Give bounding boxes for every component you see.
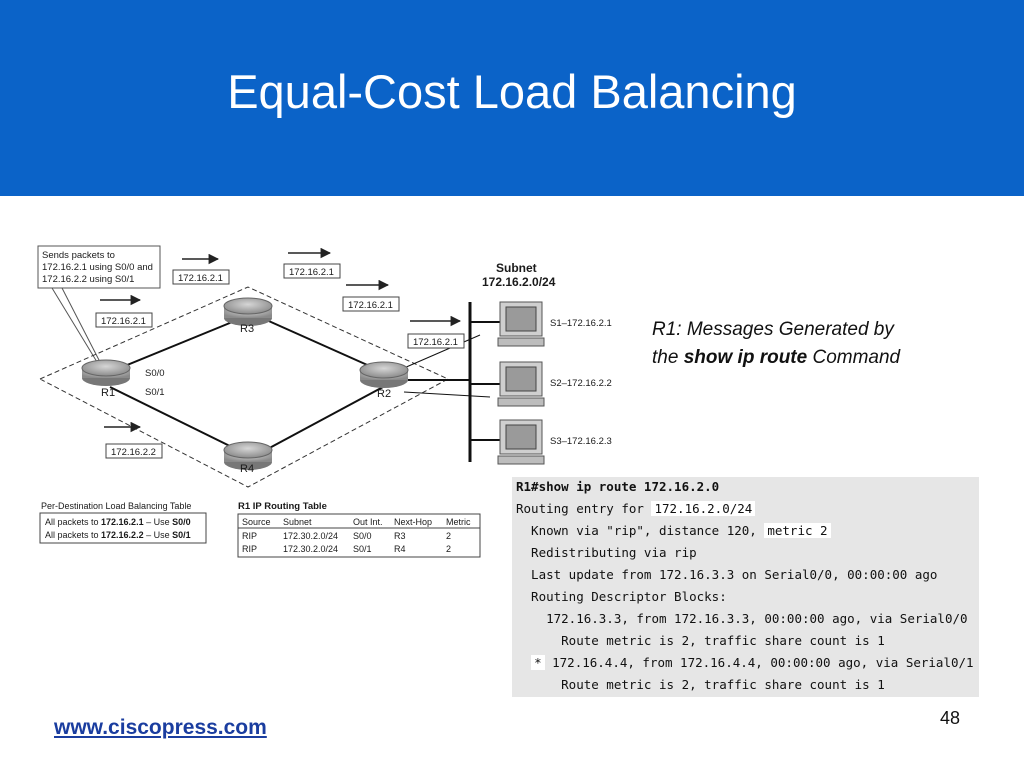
lb-row-1: All packets to 172.16.2.1 – Use S0/0 — [45, 517, 191, 527]
rt-header-subnet: Subnet — [283, 517, 312, 527]
dashed-boundary — [38, 286, 450, 488]
console-line: Redistributing via rip — [516, 545, 697, 560]
packet-2-label: 172.16.2.1 — [289, 267, 334, 278]
router-r2: R2 — [359, 361, 409, 400]
website-link[interactable]: www.ciscopress.com — [54, 716, 267, 739]
figure-caption: R1: Messages Generated by the show ip ro… — [652, 316, 1012, 372]
rt-cell: R3 — [394, 531, 406, 541]
network-links — [109, 302, 500, 462]
caption-command: show ip route — [683, 347, 808, 368]
router-r3: R3 — [223, 297, 273, 335]
packet-5-label: 172.16.2.1 — [413, 337, 458, 348]
router-r1: R1 — [81, 359, 131, 399]
console-line: * 172.16.4.4, from 172.16.4.4, 00:00:00 … — [516, 653, 974, 673]
host-s2-label: S2–172.16.2.2 — [550, 378, 612, 389]
packet-6-label: 172.16.2.2 — [111, 447, 156, 458]
rt-cell: 172.30.2.0/24 — [283, 544, 338, 554]
router-r1-label: R1 — [101, 387, 115, 399]
routing-table-title: R1 IP Routing Table — [238, 501, 327, 512]
rt-cell: S0/0 — [353, 531, 372, 541]
lb-table-title: Per-Destination Load Balancing Table — [41, 501, 191, 511]
router-r3-label: R3 — [240, 323, 254, 335]
slide-title: Equal-Cost Load Balancing — [227, 65, 797, 118]
console-highlight: 172.16.2.0/24 — [651, 501, 756, 516]
host-s1-computer-icon — [497, 301, 545, 347]
console-line: 172.16.3.3, from 172.16.3.3, 00:00:00 ag… — [516, 611, 968, 626]
host-s3-label: S3–172.16.2.3 — [550, 436, 612, 447]
callout-line-1: Sends packets to — [42, 250, 115, 261]
rt-cell: 2 — [446, 531, 451, 541]
console-line: Route metric is 2, traffic share count i… — [516, 633, 885, 648]
router-r4: R4 — [223, 441, 273, 475]
packet-6: 172.16.2.2 — [104, 421, 163, 459]
subnet-address: 172.16.2.0/24 — [482, 275, 556, 289]
interface-s00-label: S0/0 — [145, 368, 165, 379]
rt-header-outint: Out Int. — [353, 517, 383, 527]
interface-s01-label: S0/1 — [145, 387, 165, 398]
packet-3: 172.16.2.1 — [342, 279, 400, 312]
packet-2: 172.16.2.1 — [283, 247, 341, 279]
packet-3-label: 172.16.2.1 — [348, 300, 393, 311]
routing-table: Source Subnet Out Int. Next-Hop Metric R… — [237, 513, 481, 558]
rt-header-metric: Metric — [446, 517, 471, 527]
callout-line-2: 172.16.2.1 using S0/0 and — [42, 262, 153, 273]
subnet-label: Subnet — [496, 261, 537, 275]
host-s1-label: S1–172.16.2.1 — [550, 318, 612, 329]
console-highlight: * — [531, 655, 545, 670]
rt-cell: R4 — [394, 544, 406, 554]
rt-cell: S0/1 — [353, 544, 372, 554]
host-s2-computer-icon — [497, 361, 545, 407]
caption-line-1: R1: Messages Generated by — [652, 319, 894, 340]
caption-line-2: the show ip route Command — [652, 347, 901, 368]
rt-cell: RIP — [242, 544, 257, 554]
rt-header-nexthop: Next-Hop — [394, 517, 432, 527]
packet-5: 172.16.2.1 — [407, 315, 465, 349]
host-s3-computer-icon — [497, 419, 545, 465]
callout-box: Sends packets to 172.16.2.1 using S0/0 a… — [37, 245, 161, 363]
packet-1-label: 172.16.2.1 — [178, 273, 223, 284]
router-r2-label: R2 — [377, 388, 391, 400]
lb-table: All packets to 172.16.2.1 – Use S0/0 All… — [39, 512, 207, 544]
console-line: Known via "rip", distance 120, metric 2 — [516, 521, 831, 541]
packet-4-label: 172.16.2.1 — [101, 316, 146, 327]
console-line: Route metric is 2, traffic share count i… — [516, 677, 885, 692]
rt-cell: 2 — [446, 544, 451, 554]
title-bar: Equal-Cost Load Balancing — [0, 0, 1024, 196]
callout-line-3: 172.16.2.2 using S0/1 — [42, 274, 134, 285]
packet-1: 172.16.2.1 — [172, 253, 230, 285]
console-line: R1#show ip route 172.16.2.0 — [516, 479, 720, 494]
console-line: Routing Descriptor Blocks: — [516, 589, 727, 604]
console-highlight: metric 2 — [764, 523, 831, 538]
console-line: Last update from 172.16.3.3 on Serial0/0… — [516, 567, 938, 582]
console-line: Routing entry for 172.16.2.0/24 — [516, 499, 756, 519]
packet-4: 172.16.2.1 — [95, 294, 153, 328]
network-diagram: Sends packets to 172.16.2.1 using S0/0 a… — [37, 245, 612, 558]
rt-header-source: Source — [242, 517, 271, 527]
rt-cell: RIP — [242, 531, 257, 541]
lb-row-2: All packets to 172.16.2.2 – Use S0/1 — [45, 530, 191, 540]
rt-cell: 172.30.2.0/24 — [283, 531, 338, 541]
router-r4-label: R4 — [240, 463, 254, 475]
console-output: R1#show ip route 172.16.2.0 Routing entr… — [512, 477, 979, 697]
page-number: 48 — [940, 708, 961, 728]
